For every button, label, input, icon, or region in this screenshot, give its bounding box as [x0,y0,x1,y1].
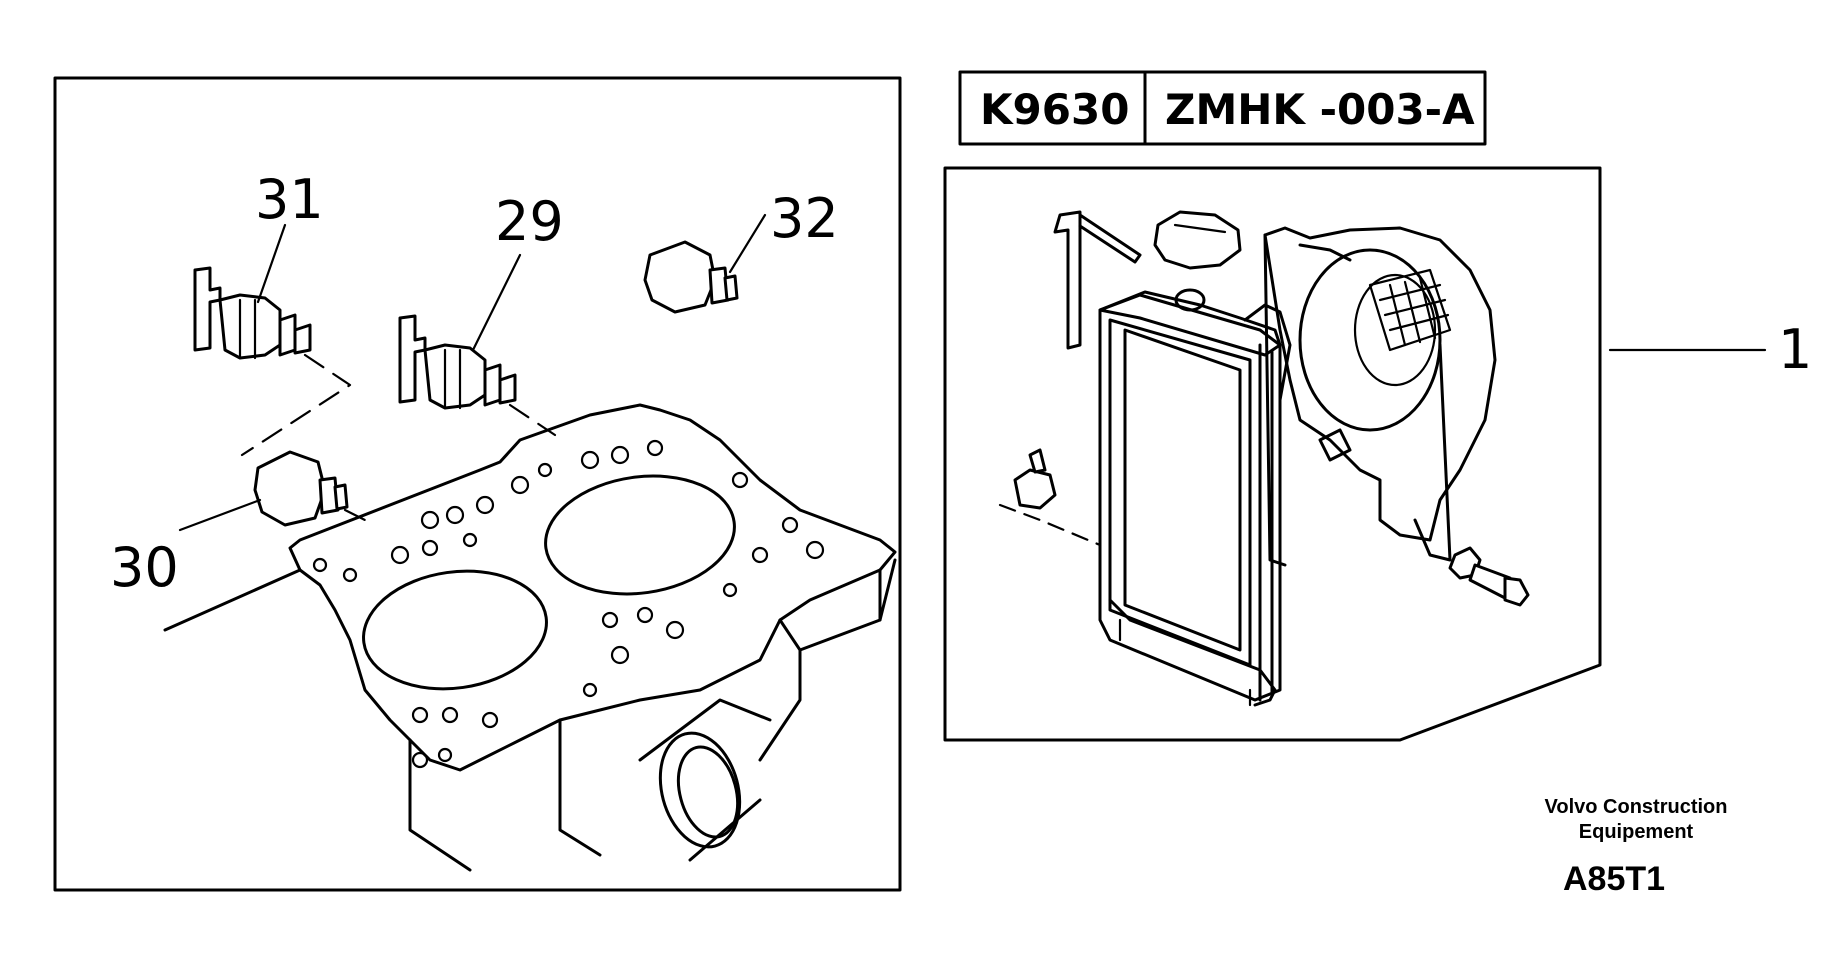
part-32-plug [643,240,739,314]
part-30-plug [253,450,349,527]
radiator-cap [1153,210,1242,270]
engine-block-illustration [163,403,897,872]
brand-line-1: Volvo Construction [1545,796,1728,818]
code-left: K9630 [980,85,1129,134]
brand-line-2: Equipement [1579,821,1694,843]
left-panel-engine-block: 31 29 32 30 [53,76,902,892]
bolt [1448,546,1530,607]
fan-shroud [1263,226,1497,567]
radiator-core [1098,288,1292,707]
radiator-drain-cock [998,448,1102,547]
hose-icon [1053,210,1082,350]
right-panel-frame [943,166,1602,742]
code-right: ZMHK -003-A [1165,85,1475,134]
right-panel-radiator: 1 [943,166,1812,742]
footer-brand: Volvo Construction Equipement A85T1 [1545,796,1728,898]
callout-1: 1 [1778,318,1812,381]
callout-30: 30 [110,536,179,599]
part-31-drain-cock [193,266,312,360]
drawing-id: A85T1 [1563,860,1665,898]
part-29-drain-cock [398,314,517,410]
header-code-box: K9630 ZMHK -003-A [958,70,1487,146]
left-panel-frame [53,76,902,892]
callout-31: 31 [255,168,324,231]
callout-29: 29 [495,190,564,253]
callout-32: 32 [770,187,839,250]
left-leader-lines [178,213,767,532]
